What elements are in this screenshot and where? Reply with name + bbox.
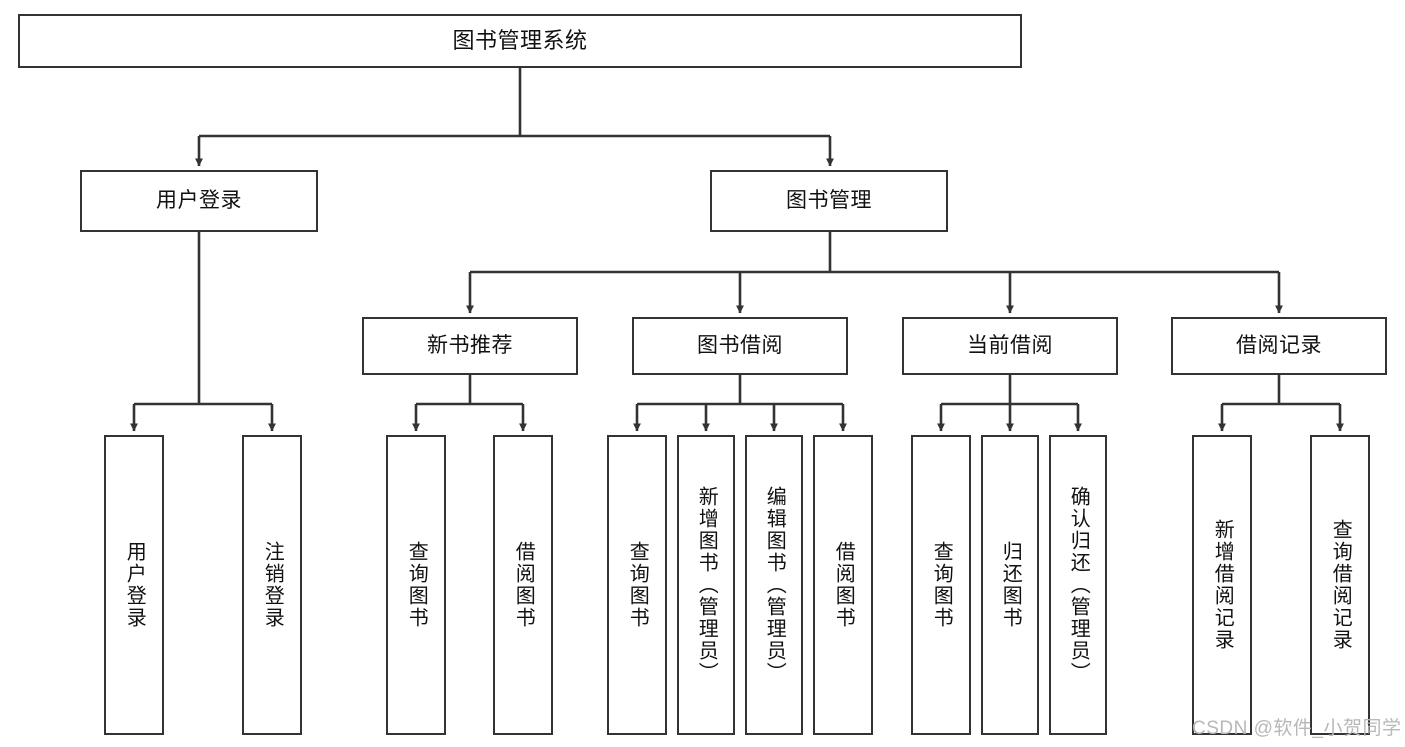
leaf-user-login[interactable]: 用户登录 xyxy=(104,435,164,735)
node-label: 归还图书 xyxy=(999,541,1022,629)
node-label: 查询图书 xyxy=(405,541,428,629)
leaf-logout[interactable]: 注销登录 xyxy=(242,435,302,735)
leaf-edit-book-admin[interactable]: 编辑图书（管理员） xyxy=(745,435,803,735)
node-label: 确认归还（管理员） xyxy=(1067,486,1090,684)
node-label: 编辑图书（管理员） xyxy=(763,486,786,684)
node-label: 图书管理系统 xyxy=(452,28,588,54)
node-new-book-recommend[interactable]: 新书推荐 xyxy=(362,317,578,375)
node-label: 查询借阅记录 xyxy=(1329,519,1352,651)
node-label: 新增借阅记录 xyxy=(1211,519,1234,651)
leaf-borrow-book[interactable]: 借阅图书 xyxy=(813,435,873,735)
node-label: 查询图书 xyxy=(626,541,649,629)
leaf-add-book-admin[interactable]: 新增图书（管理员） xyxy=(677,435,735,735)
node-label: 图书借阅 xyxy=(697,333,783,357)
node-label: 借阅记录 xyxy=(1236,333,1322,357)
node-label: 用户登录 xyxy=(123,541,146,629)
leaf-query-borrow-record[interactable]: 查询借阅记录 xyxy=(1310,435,1370,735)
leaf-confirm-return-admin[interactable]: 确认归还（管理员） xyxy=(1049,435,1107,735)
leaf-query-book-borrow[interactable]: 查询图书 xyxy=(607,435,667,735)
leaf-query-book-recommend[interactable]: 查询图书 xyxy=(386,435,446,735)
node-label: 图书管理 xyxy=(786,188,872,212)
node-book-management[interactable]: 图书管理 xyxy=(710,170,948,232)
node-label: 注销登录 xyxy=(261,541,284,629)
leaf-add-borrow-record[interactable]: 新增借阅记录 xyxy=(1192,435,1252,735)
node-label: 借阅图书 xyxy=(512,541,535,629)
node-label: 当前借阅 xyxy=(967,333,1053,357)
leaf-query-book-current[interactable]: 查询图书 xyxy=(911,435,971,735)
node-label: 新增图书（管理员） xyxy=(695,486,718,684)
node-root-book-management-system[interactable]: 图书管理系统 xyxy=(18,14,1022,68)
node-label: 新书推荐 xyxy=(427,333,513,357)
node-book-borrow[interactable]: 图书借阅 xyxy=(632,317,848,375)
node-label: 查询图书 xyxy=(930,541,953,629)
leaf-borrow-book-recommend[interactable]: 借阅图书 xyxy=(493,435,553,735)
watermark-text: CSDN @软件_小贺同学 xyxy=(1192,718,1402,739)
node-current-borrow[interactable]: 当前借阅 xyxy=(902,317,1118,375)
node-label: 借阅图书 xyxy=(832,541,855,629)
node-borrow-record[interactable]: 借阅记录 xyxy=(1171,317,1387,375)
leaf-return-book[interactable]: 归还图书 xyxy=(981,435,1039,735)
node-user-login[interactable]: 用户登录 xyxy=(80,170,318,232)
node-label: 用户登录 xyxy=(156,188,242,212)
